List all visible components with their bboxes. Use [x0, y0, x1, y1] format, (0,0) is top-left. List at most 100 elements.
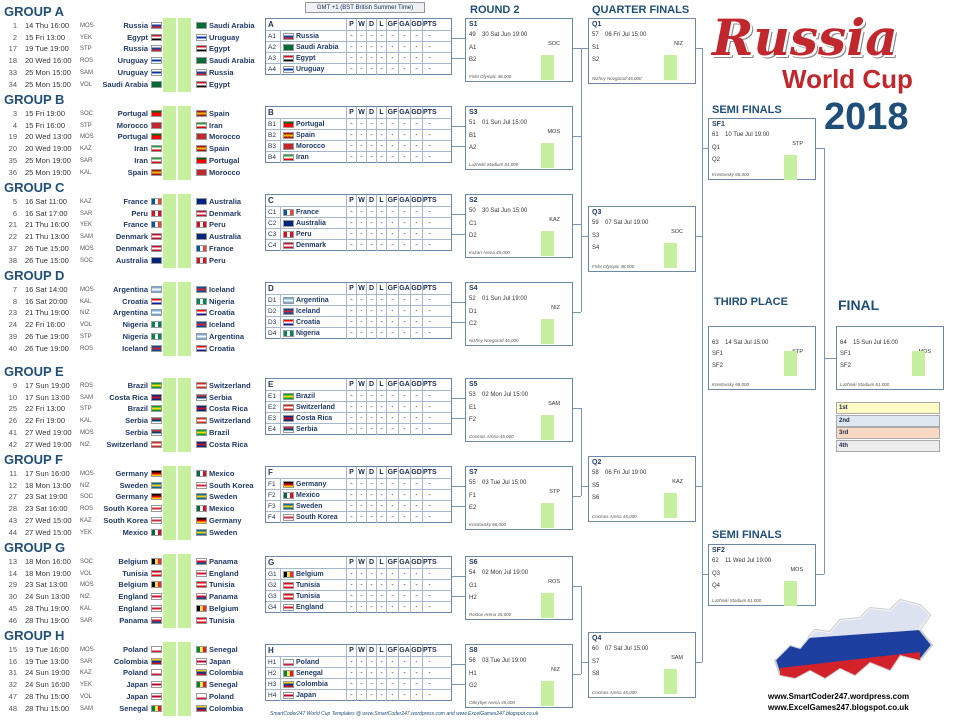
flag-dk-icon — [151, 233, 162, 241]
score-column-home[interactable] — [163, 18, 176, 92]
table-cell: - — [356, 328, 366, 339]
score-input[interactable] — [664, 55, 677, 80]
score-input[interactable] — [541, 503, 554, 528]
away-team: Senegal — [209, 645, 238, 654]
score-input[interactable] — [664, 669, 677, 694]
score-column-away[interactable] — [178, 18, 191, 92]
table-cell: - — [346, 31, 356, 42]
flag-rs-icon — [196, 393, 207, 401]
score-column-home[interactable] — [163, 194, 176, 268]
score-column-away[interactable] — [178, 378, 191, 452]
table-col-header: GF — [386, 195, 398, 206]
score-column-home[interactable] — [163, 282, 176, 356]
slot-a: SF1 — [712, 351, 724, 357]
home-team: Uruguay — [117, 56, 148, 66]
score-column-away[interactable] — [178, 194, 191, 268]
table-col-header: L — [376, 107, 386, 118]
score-input[interactable] — [784, 351, 797, 376]
link-excelgames[interactable]: www.ExcelGames247.blogspot.co.uk — [768, 703, 909, 712]
stadium: Otkrytiye Arena 45,000 — [469, 700, 515, 705]
table-cell: - — [366, 479, 376, 490]
table-cell: - — [366, 679, 376, 690]
home-team: Denmark — [115, 232, 148, 242]
score-column-home[interactable] — [163, 378, 176, 452]
table-cell: - — [386, 512, 398, 523]
table-col-header: PTS — [422, 557, 437, 568]
score-column-home[interactable] — [163, 106, 176, 180]
bracket-line — [452, 664, 465, 665]
score-input[interactable] — [541, 681, 554, 706]
table-col-header: P — [346, 195, 356, 206]
score-input[interactable] — [541, 55, 554, 80]
table-position: E1 — [268, 393, 276, 400]
away-team: Panama — [209, 557, 238, 566]
table-cell: - — [422, 306, 436, 317]
match-venue: STP — [80, 333, 92, 340]
slot-b: C2 — [469, 321, 477, 327]
score-column-home[interactable] — [163, 642, 176, 716]
match-venue: MOS — [80, 429, 94, 436]
table-cell: - — [422, 317, 436, 328]
score-column-away[interactable] — [178, 106, 191, 180]
match-venue: MOS — [80, 471, 94, 477]
slot-b: SF2 — [712, 363, 724, 369]
score-input[interactable] — [541, 319, 554, 344]
table-cell: - — [366, 501, 376, 512]
score-input[interactable] — [664, 243, 677, 268]
match-number: 55 — [469, 480, 476, 486]
slot-a: C1 — [469, 221, 477, 227]
score-input[interactable] — [784, 581, 797, 606]
table-cell: - — [422, 295, 436, 306]
table-col-header: L — [376, 19, 386, 30]
flag-ma-icon — [196, 133, 207, 141]
score-column-away[interactable] — [178, 466, 191, 540]
table-team: Saudi Arabia — [280, 42, 345, 53]
match-date: 24 Sun 19:00 — [25, 668, 70, 678]
score-input[interactable] — [784, 155, 797, 180]
table-team-name: Senegal — [296, 670, 323, 677]
match-venue: STP — [80, 46, 92, 53]
flag-ng-icon — [151, 321, 162, 329]
flag-sn-icon — [151, 704, 162, 712]
match-venue: NIZ — [551, 305, 560, 311]
score-column-away[interactable] — [178, 282, 191, 356]
score-input[interactable] — [541, 143, 554, 168]
match-venue: KAZ — [80, 199, 92, 205]
table-cell: - — [356, 569, 366, 580]
table-cell: - — [410, 218, 422, 229]
score-column-home[interactable] — [163, 554, 176, 628]
table-team: Senegal — [280, 668, 345, 679]
table-col-header: L — [376, 645, 386, 656]
table-cell: - — [410, 479, 422, 490]
table-position: B4 — [268, 154, 276, 161]
match-venue: KAL — [80, 298, 92, 305]
score-column-away[interactable] — [178, 642, 191, 716]
stadium: Luzhniki Stadium 81,000 — [712, 598, 762, 603]
score-input[interactable] — [541, 415, 554, 440]
score-input[interactable] — [664, 493, 677, 518]
score-column-away[interactable] — [178, 554, 191, 628]
match-date: 22 Fri 19:00 — [25, 416, 66, 426]
score-input[interactable] — [912, 351, 925, 376]
table-col-header: GD — [410, 467, 422, 478]
link-smartcoder[interactable]: www.SmartCoder247.wordpress.com — [768, 692, 910, 701]
table-cell: - — [422, 229, 436, 240]
score-column-home[interactable] — [163, 466, 176, 540]
score-input[interactable] — [541, 593, 554, 618]
score-input[interactable] — [541, 231, 554, 256]
match-date: 11 Wed Jul 19:00 — [725, 558, 772, 564]
flag-sn-icon — [196, 681, 207, 689]
match-date: 17 Sun 19:00 — [25, 381, 70, 390]
flag-be-icon — [196, 604, 207, 612]
away-team: Australia — [209, 232, 242, 242]
